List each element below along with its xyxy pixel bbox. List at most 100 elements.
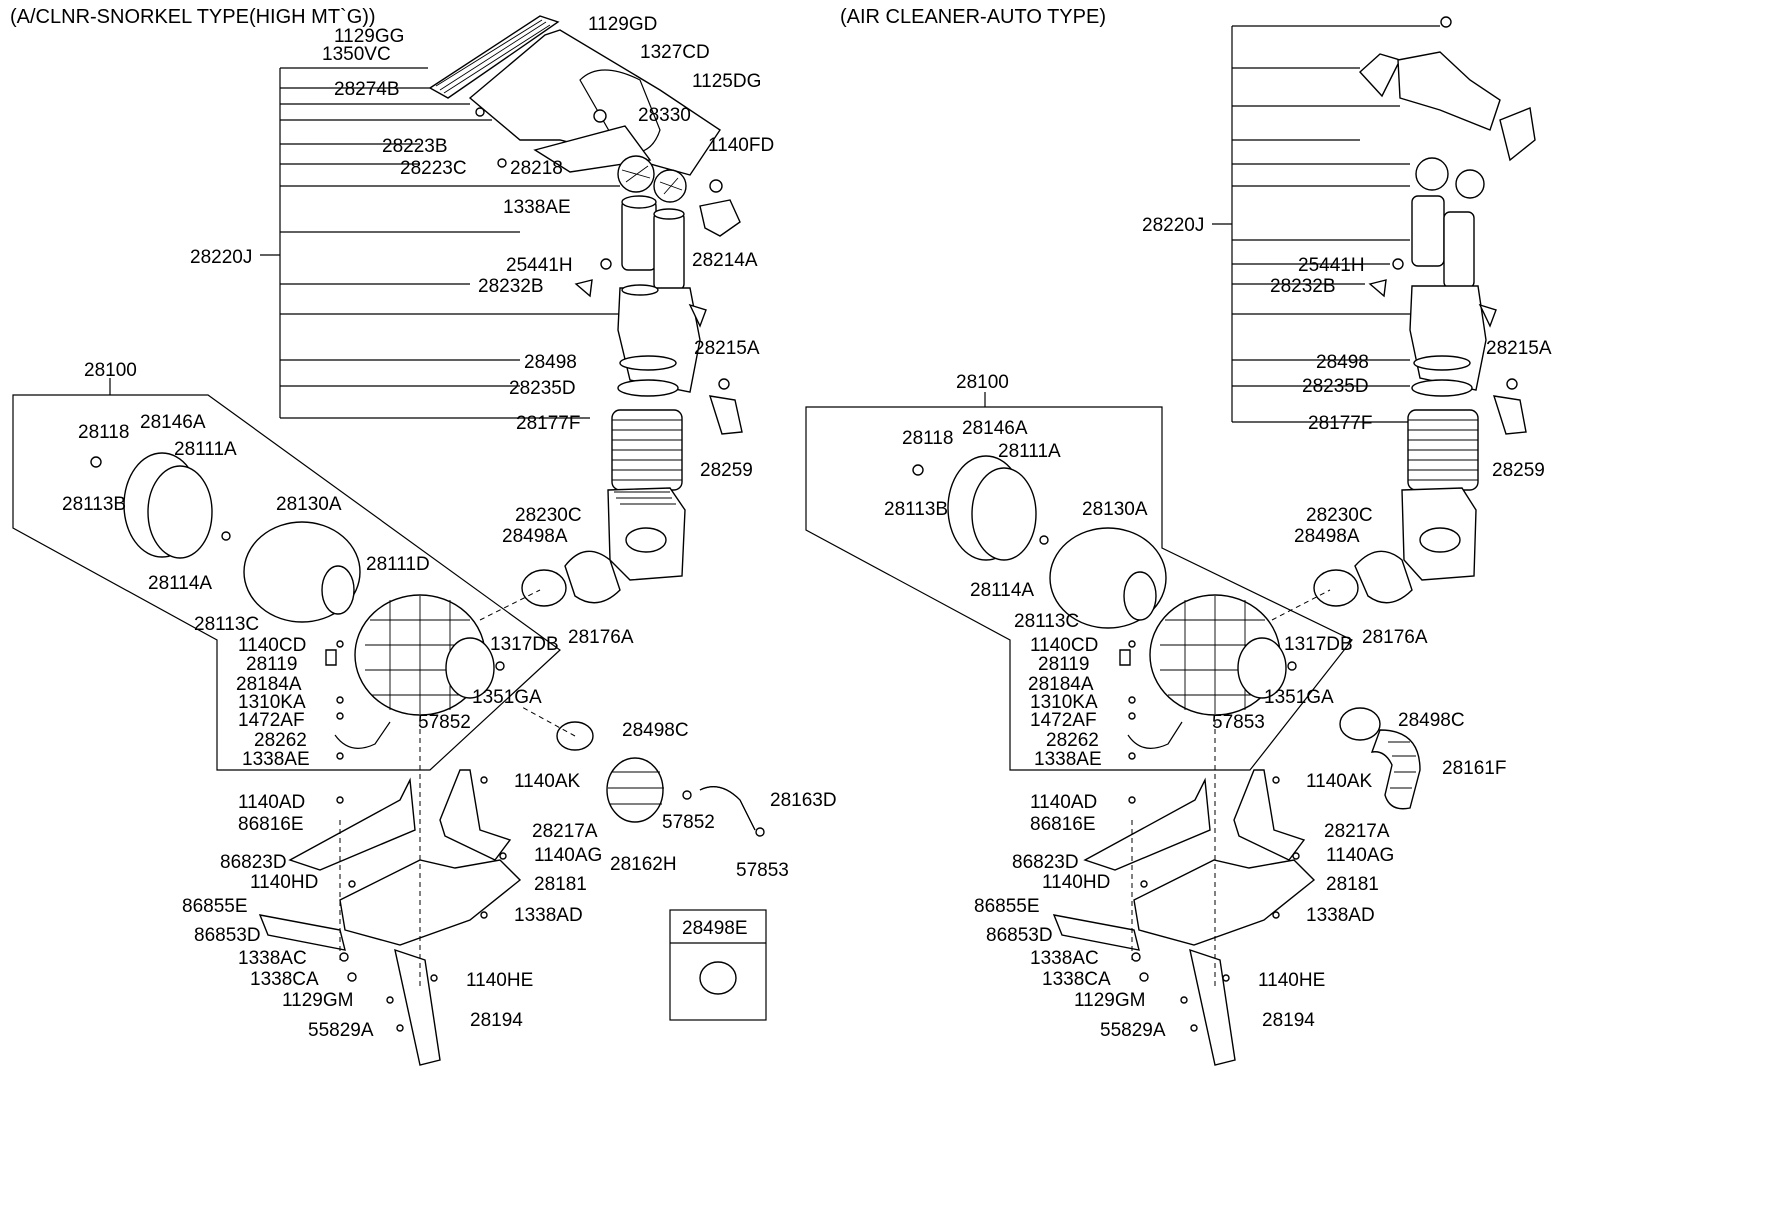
label-1327CD: 1327CD	[640, 42, 710, 63]
label-28498: 28498	[524, 352, 577, 373]
label-28498E: 28498E	[682, 918, 748, 939]
label-28114A: 28114A	[970, 580, 1034, 601]
label-28146A: 28146A	[140, 412, 206, 433]
label-1140AD: 1140AD	[238, 792, 305, 813]
label-28130A: 28130A	[1082, 499, 1148, 520]
right-diagram	[805, 16, 1536, 1066]
label-28111D: 28111D	[366, 554, 430, 575]
label-1310KA: 1310KA	[1030, 692, 1098, 713]
label-1140HE: 1140HE	[466, 970, 533, 991]
label-1351GA: 1351GA	[472, 687, 542, 708]
label-28177F: 28177F	[1308, 413, 1372, 434]
label-28118: 28118	[78, 422, 129, 443]
left-diagram	[12, 15, 767, 1066]
label-1310KA: 1310KA	[238, 692, 306, 713]
label-86853D: 86853D	[986, 925, 1053, 946]
label-1140HD: 1140HD	[1042, 872, 1110, 893]
label-28262: 28262	[1046, 730, 1099, 751]
label-28259: 28259	[700, 460, 753, 481]
label-86816E: 86816E	[238, 814, 304, 835]
label-28330: 28330	[638, 105, 691, 126]
label-25441H: 25441H	[1298, 255, 1365, 276]
left-labels: 1129GG 1350VC 1129GD 1327CD 1125DG 28274…	[62, 14, 837, 1041]
label-28230C: 28230C	[515, 505, 582, 526]
label-28498C: 28498C	[1398, 710, 1465, 731]
label-1338AC: 1338AC	[238, 948, 307, 969]
label-28176A: 28176A	[568, 627, 634, 648]
label-1140AK: 1140AK	[1306, 771, 1373, 792]
label-28230C: 28230C	[1306, 505, 1373, 526]
label-28162H: 28162H	[610, 854, 677, 875]
label-1140HE: 1140HE	[1258, 970, 1325, 991]
label-57852: 57852	[418, 712, 471, 733]
label-1140AG: 1140AG	[534, 845, 602, 866]
label-1140HD: 1140HD	[250, 872, 318, 893]
label-28184A: 28184A	[236, 674, 302, 695]
label-57853: 57853	[1212, 712, 1265, 733]
label-28181: 28181	[534, 874, 587, 895]
label-28100: 28100	[956, 372, 1009, 393]
label-28498C: 28498C	[622, 720, 689, 741]
label-1338AE: 1338AE	[1034, 749, 1102, 770]
label-1472AF: 1472AF	[1030, 710, 1097, 731]
label-28232B: 28232B	[1270, 276, 1336, 297]
label-1338AC: 1338AC	[1030, 948, 1099, 969]
label-86853D: 86853D	[194, 925, 261, 946]
label-28223C: 28223C	[400, 158, 467, 179]
label-28215A: 28215A	[1486, 338, 1552, 359]
label-1317DB: 1317DB	[490, 634, 559, 655]
left-diagram-title: (A/CLNR-SNORKEL TYPE(HIGH MT`G))	[10, 6, 376, 28]
label-28217A: 28217A	[1324, 821, 1390, 842]
label-28111A: 28111A	[998, 441, 1061, 462]
label-86823D: 86823D	[220, 852, 287, 873]
label-28498A: 28498A	[502, 526, 568, 547]
label-28220J: 28220J	[1142, 215, 1204, 236]
label-28113B: 28113B	[884, 499, 948, 520]
label-55829A: 55829A	[1100, 1020, 1166, 1041]
label-1125DG: 1125DG	[692, 71, 761, 92]
label-1129GG: 1129GG	[334, 26, 404, 47]
label-28163D: 28163D	[770, 790, 837, 811]
label-28100: 28100	[84, 360, 137, 381]
label-55829A: 55829A	[308, 1020, 374, 1041]
label-57853: 57853	[736, 860, 789, 881]
label-28259: 28259	[1492, 460, 1545, 481]
label-28181: 28181	[1326, 874, 1379, 895]
label-25441H: 25441H	[506, 255, 573, 276]
label-28194: 28194	[1262, 1010, 1315, 1031]
label-1351GA: 1351GA	[1264, 687, 1334, 708]
label-28274B: 28274B	[334, 79, 400, 100]
label-28177F: 28177F	[516, 413, 580, 434]
label-28235D: 28235D	[509, 378, 576, 399]
label-28232B: 28232B	[478, 276, 544, 297]
label-28113C: 28113C	[194, 614, 259, 635]
label-28498A: 28498A	[1294, 526, 1360, 547]
label-28184A: 28184A	[1028, 674, 1094, 695]
label-1129GD: 1129GD	[588, 14, 657, 35]
label-28498: 28498	[1316, 352, 1369, 373]
label-1140AD: 1140AD	[1030, 792, 1097, 813]
label-28119: 28119	[246, 654, 297, 675]
label-28220J: 28220J	[190, 247, 252, 268]
label-28119: 28119	[1038, 654, 1089, 675]
label-28113B: 28113B	[62, 494, 126, 515]
label-28176A: 28176A	[1362, 627, 1428, 648]
label-1338AD: 1338AD	[1306, 905, 1375, 926]
label-28161F: 28161F	[1442, 758, 1506, 779]
label-1140FD: 1140FD	[708, 135, 774, 156]
label-1472AF: 1472AF	[238, 710, 305, 731]
label-1129GM: 1129GM	[1074, 990, 1145, 1011]
label-1338CA: 1338CA	[250, 969, 319, 990]
label-28111A: 28111A	[174, 439, 237, 460]
label-57852-b: 57852	[662, 812, 715, 833]
label-86855E: 86855E	[974, 896, 1040, 917]
label-28223B: 28223B	[382, 136, 448, 157]
label-28114A: 28114A	[148, 573, 212, 594]
label-28235D: 28235D	[1302, 376, 1369, 397]
label-28218: 28218	[510, 158, 563, 179]
label-28214A: 28214A	[692, 250, 758, 271]
label-1350VC: 1350VC	[322, 44, 391, 65]
label-1338AE-bottom: 1338AE	[242, 749, 310, 770]
label-1140AG: 1140AG	[1326, 845, 1394, 866]
label-28130A: 28130A	[276, 494, 342, 515]
